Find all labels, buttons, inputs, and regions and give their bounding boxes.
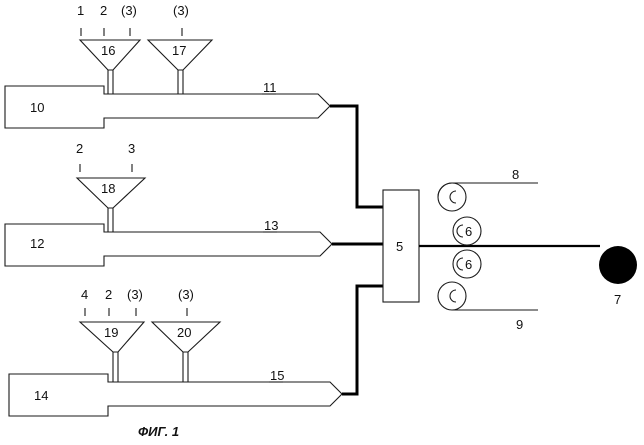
film-web-bottom: 9 [452, 310, 538, 332]
extruder-bottom: 14 15 [9, 368, 342, 416]
feed-label: (3) [121, 3, 137, 18]
extruder-top-pipe-label: 11 [263, 80, 277, 95]
extruder-bottom-pipe-label: 15 [270, 368, 284, 383]
figure-caption: ФИГ. 1 [138, 424, 179, 439]
hopper-18-label: 18 [101, 181, 115, 196]
hopper-20: 20 (3) [152, 287, 220, 382]
feed-label: 3 [128, 141, 135, 156]
feed-label: (3) [178, 287, 194, 302]
feed-label: 2 [100, 3, 107, 18]
hopper-16-label: 16 [101, 43, 115, 58]
melt-line-bottom [342, 286, 383, 394]
feed-label: 1 [77, 3, 84, 18]
take-up-reel: 7 [599, 246, 637, 307]
die: 5 [383, 190, 419, 302]
melt-line-top [330, 106, 383, 207]
extruder-top-label: 10 [30, 100, 44, 115]
feed-label: 4 [81, 287, 88, 302]
roll-label: 6 [465, 257, 472, 272]
extruder-top: 10 11 [5, 80, 330, 128]
feed-label: 2 [76, 141, 83, 156]
feed-label: (3) [127, 287, 143, 302]
reel-label: 7 [614, 292, 621, 307]
film-web-bottom-label: 9 [516, 317, 523, 332]
feed-label: 2 [105, 287, 112, 302]
film-web-top-label: 8 [512, 167, 519, 182]
extruder-bottom-label: 14 [34, 388, 48, 403]
feed-label: (3) [173, 3, 189, 18]
die-label: 5 [396, 239, 403, 254]
hopper-16: 16 1 2 (3) [77, 3, 140, 94]
hopper-17: 17 (3) [148, 3, 212, 94]
hopper-18: 18 2 3 [76, 141, 145, 232]
hopper-19: 19 4 2 (3) [80, 287, 144, 382]
hopper-17-label: 17 [172, 43, 186, 58]
hopper-19-label: 19 [104, 325, 118, 340]
roll-label: 6 [465, 224, 472, 239]
extruder-middle: 12 13 [5, 218, 332, 266]
hopper-20-label: 20 [177, 325, 191, 340]
extruder-middle-pipe-label: 13 [264, 218, 278, 233]
extruder-middle-label: 12 [30, 236, 44, 251]
